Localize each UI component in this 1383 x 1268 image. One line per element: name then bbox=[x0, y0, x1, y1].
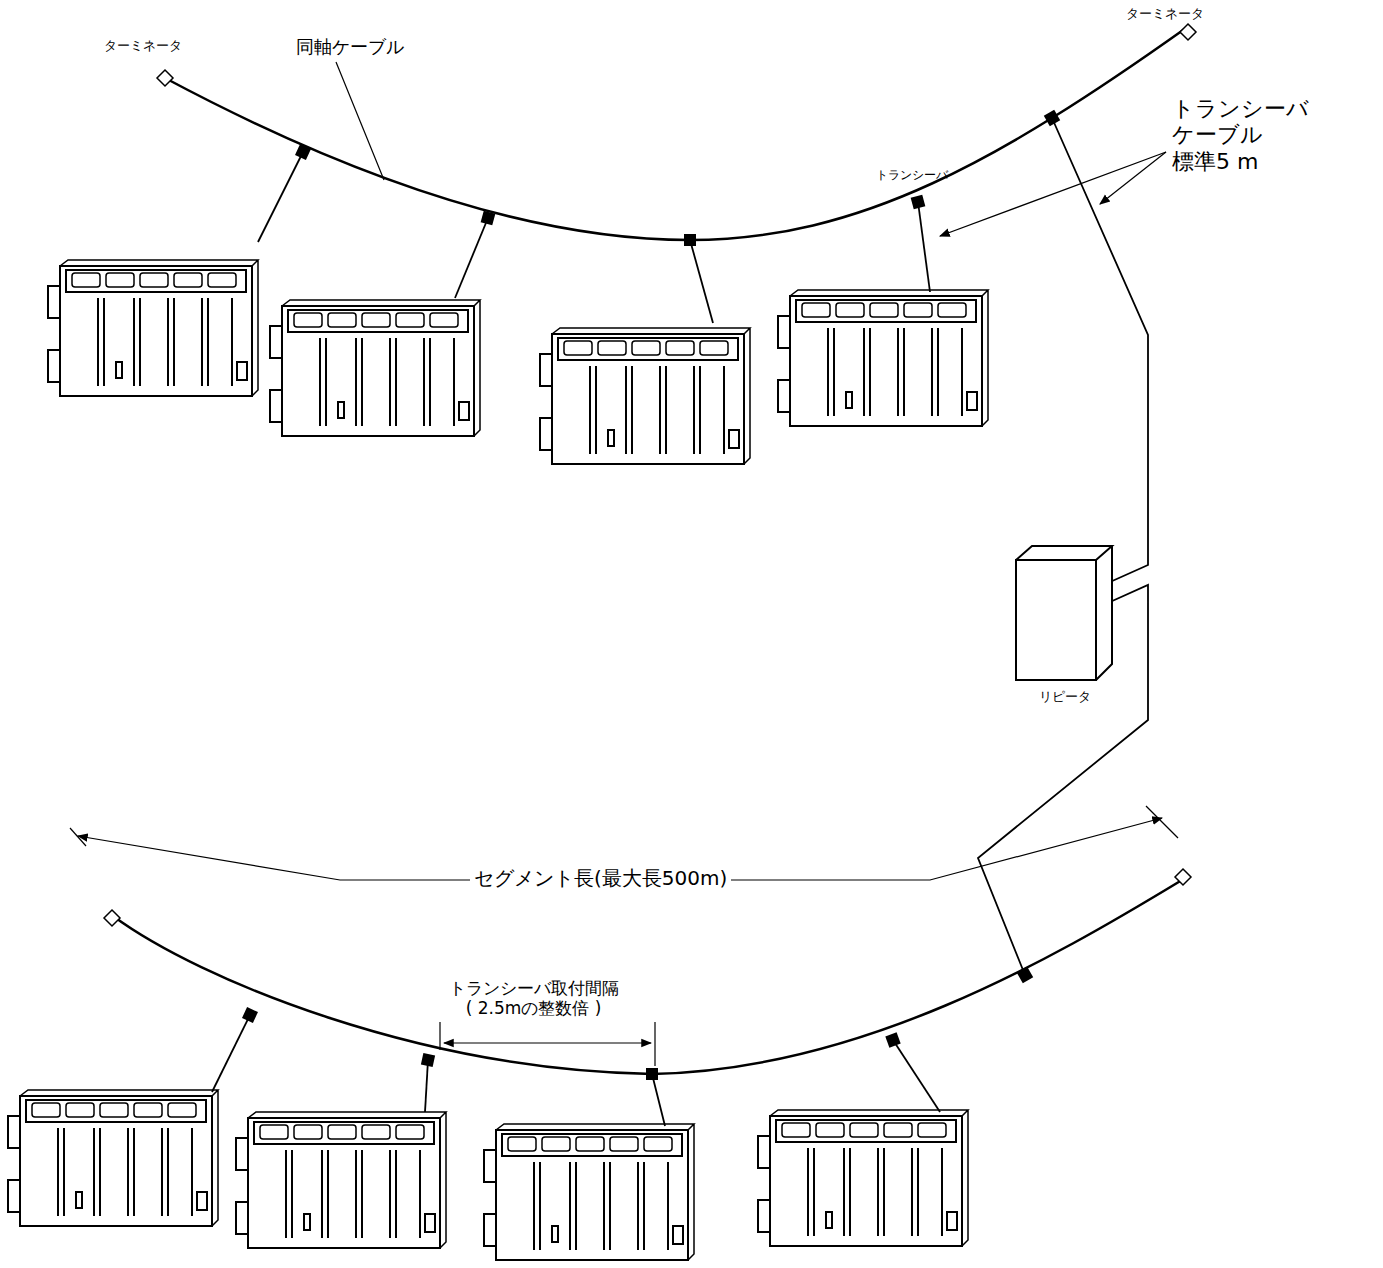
callout-label: トランシーバ bbox=[876, 168, 948, 182]
callout-label: トランシーバ取付間隔 ( 2.5mの整数倍 ) bbox=[446, 978, 621, 1019]
callout-label: セグメント長(最大長500m) bbox=[470, 866, 731, 890]
terminator-label: ターミネータ bbox=[1126, 6, 1204, 22]
callout-label: トランシーバ ケーブル 標準5 m bbox=[1172, 96, 1313, 175]
callout-label: 同軸ケーブル bbox=[296, 36, 404, 58]
repeater-outline bbox=[1010, 540, 1120, 685]
repeater-box: リピータ bbox=[1010, 540, 1120, 708]
terminator-label: ターミネータ bbox=[104, 38, 182, 54]
repeater-label: リピータ bbox=[1010, 688, 1120, 706]
